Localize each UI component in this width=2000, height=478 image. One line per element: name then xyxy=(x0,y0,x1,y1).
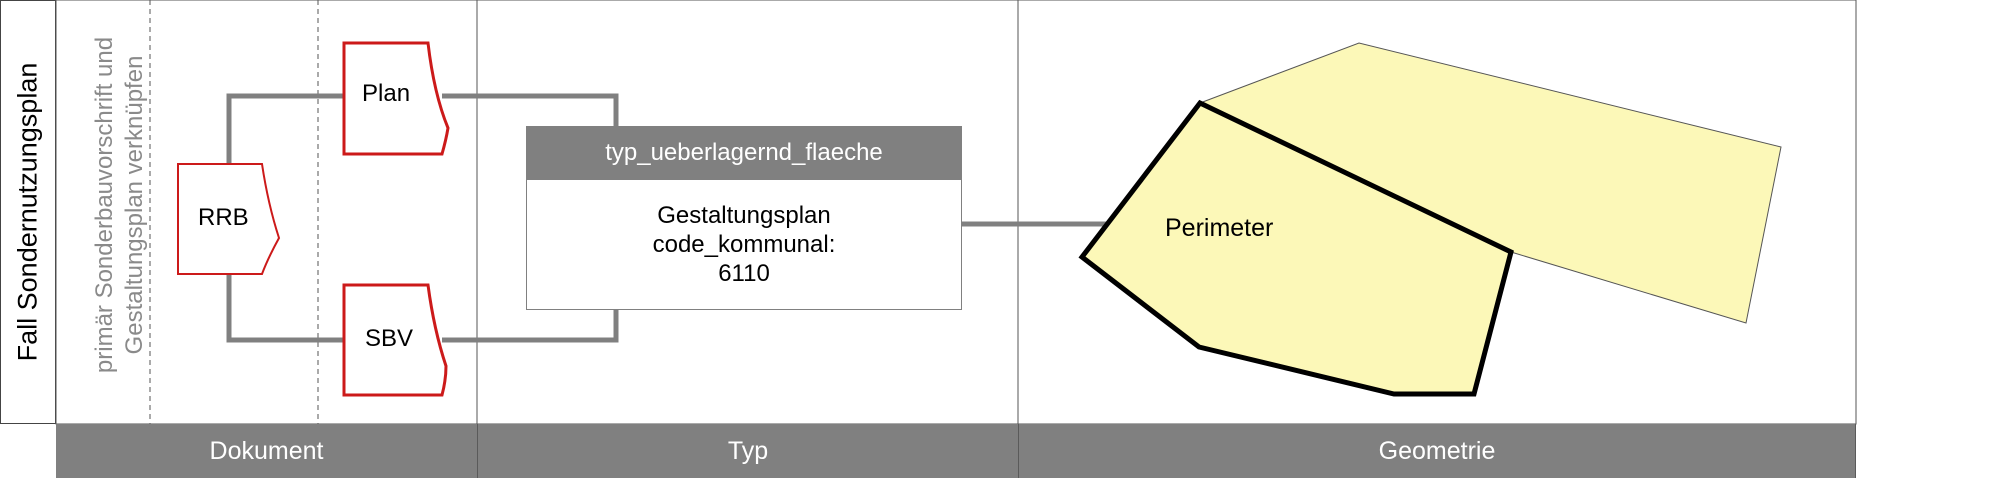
connector-plan-typ xyxy=(442,93,619,126)
document-sbv-shape xyxy=(342,283,448,397)
typ-box-line3: 6110 xyxy=(718,260,770,287)
column-header-geometrie: Geometrie xyxy=(1019,424,1856,478)
document-plan-shape xyxy=(342,41,450,156)
connector-rrb-plan xyxy=(226,93,344,164)
document-rrb-shape xyxy=(177,163,281,275)
perimeter-polygon xyxy=(1078,99,1514,397)
typ-box-body: Gestaltungsplan code_kommunal: 6110 xyxy=(526,180,962,310)
typ-box-line1: Gestaltungsplan xyxy=(657,202,831,229)
perimeter-label: Perimeter xyxy=(1165,214,1274,242)
connector-sbv-typ xyxy=(442,310,619,343)
column-header-typ: Typ xyxy=(478,424,1019,478)
lane-title-box: Fall Sondernutzungsplan xyxy=(0,0,56,424)
document-plan-label: Plan xyxy=(362,80,411,107)
document-sbv-label: SBV xyxy=(365,325,414,352)
typ-box-line2: code_kommunal: xyxy=(652,231,836,258)
lane-note-line2: Gestaltungsplan verknüpfen xyxy=(121,55,148,355)
lane-note-line1: primär Sonderbauvorschrift und xyxy=(91,36,118,374)
column-header-dokument: Dokument xyxy=(56,424,478,478)
document-rrb-label: RRB xyxy=(198,204,249,231)
typ-box-header: typ_ueberlagernd_flaeche xyxy=(526,126,962,180)
connector-rrb-sbv xyxy=(226,274,344,343)
lane-note: primär Sonderbauvorschrift und Gestaltun… xyxy=(90,20,150,390)
